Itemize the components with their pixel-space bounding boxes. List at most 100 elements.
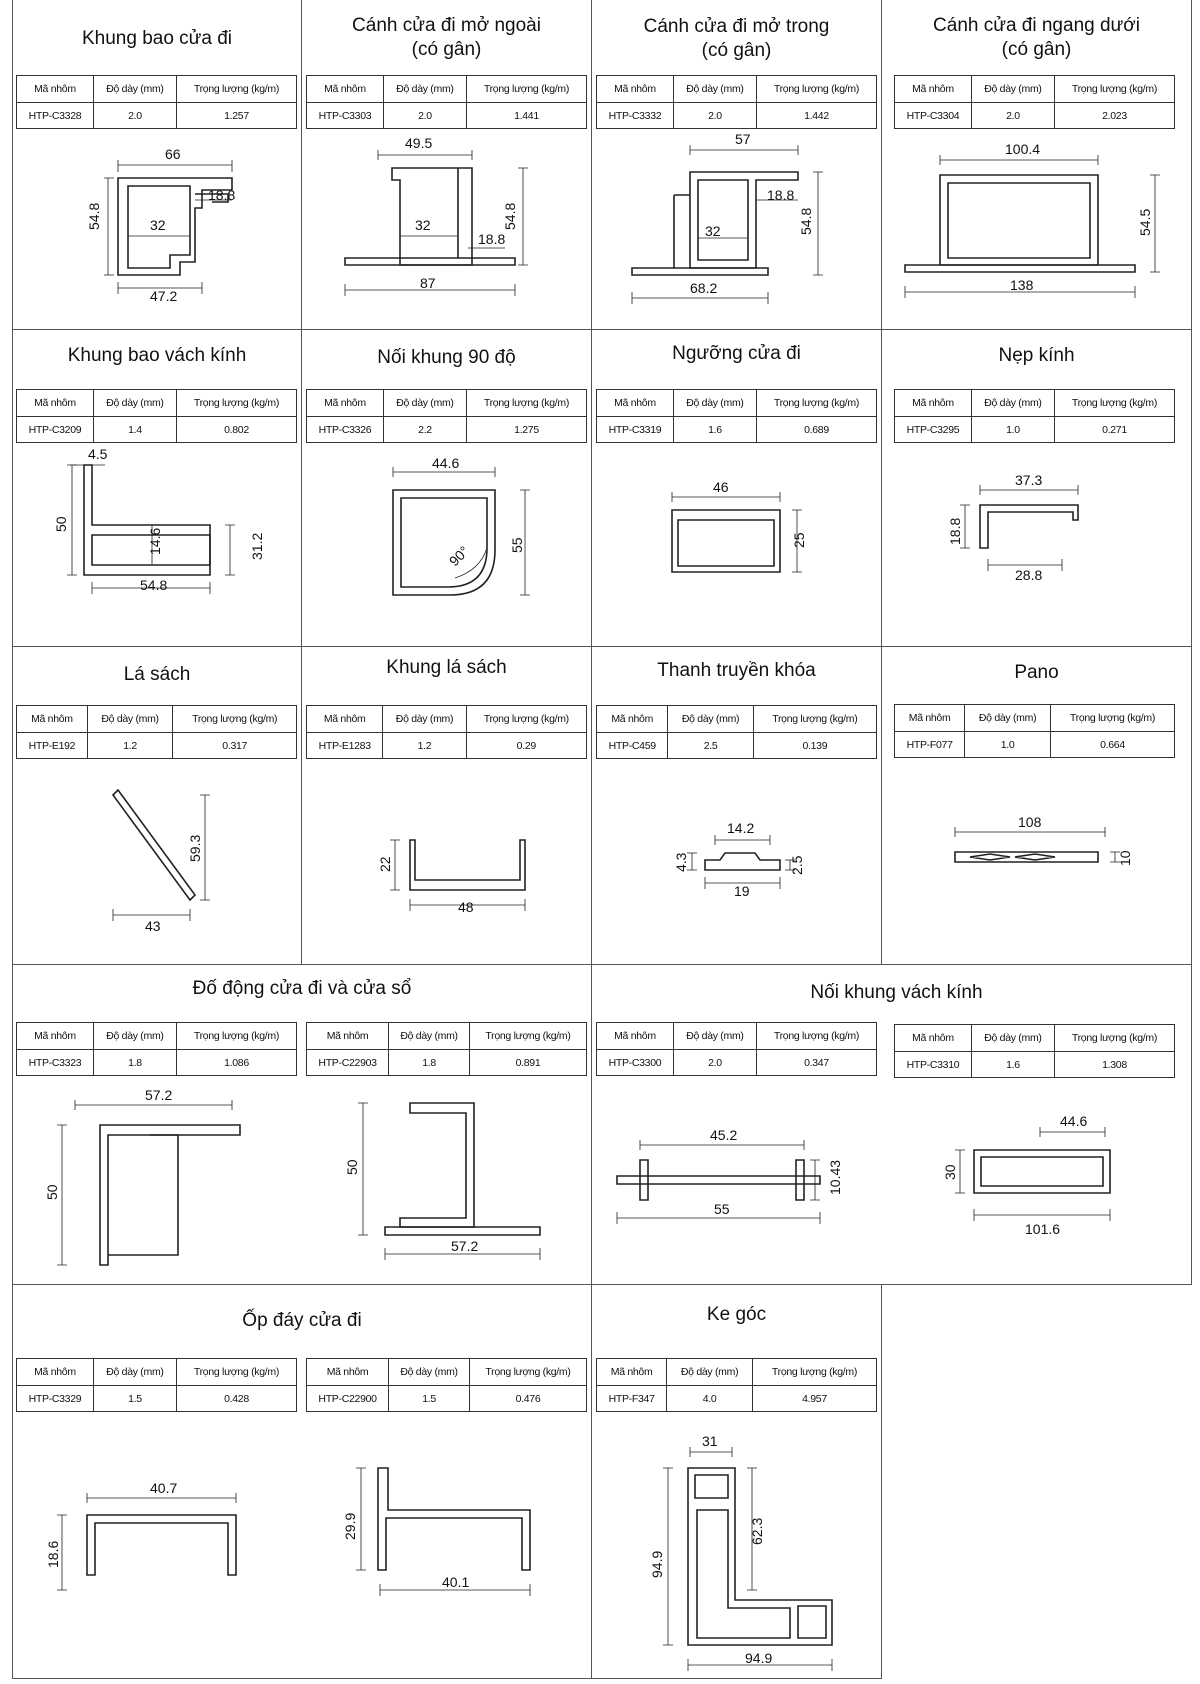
section-cell: Cánh cửa đi mở trong (có gân) [592, 0, 882, 330]
profile-thickness: 2.0 [672, 1049, 757, 1076]
col-thickness-header: Độ dày (mm) [92, 75, 177, 103]
col-weight-header: Trọng lượng (kg/m) [469, 1358, 587, 1386]
dimension-label: 62.3 [749, 1518, 765, 1545]
profile-thickness: 1.2 [382, 732, 467, 759]
dimension-label: 50 [53, 516, 69, 532]
section-title: Pano [1014, 662, 1059, 683]
section-title: Cánh cửa đi mở ngoài (có gân) [352, 15, 541, 60]
dimension-label: 101.6 [1025, 1221, 1060, 1237]
profile-drawing-htp-c3328: 66 18.8 54.8 32 47.2 [86, 146, 235, 304]
dimension-label: 94.9 [649, 1551, 665, 1578]
dimension-label: 4.5 [88, 446, 108, 462]
section-cell: Thanh truyền khóa [592, 647, 882, 965]
profile-weight: 0.476 [469, 1385, 587, 1412]
section-cell: Ngưỡng cửa đi [592, 330, 882, 647]
profile-weight: 0.689 [755, 416, 878, 443]
profile-thickness: 1.6 [970, 1051, 1055, 1078]
profile-code: HTP-C3304 [894, 102, 972, 129]
dimension-label: 18.8 [478, 231, 505, 247]
col-weight-header: Trọng lượng (kg/m) [465, 705, 588, 733]
profile-drawing-htp-c3332: 57 18.8 54.8 32 68.2 [631, 131, 823, 304]
dimension-label: 22 [377, 856, 393, 872]
section-cell: Pano [882, 647, 1192, 965]
col-thickness-header: Độ dày (mm) [666, 1358, 753, 1386]
dimension-label: 54.8 [502, 203, 518, 230]
profile-drawing-htp-c3303: 49.5 54.8 32 18.8 87 [344, 135, 528, 296]
dimension-label: 57.2 [145, 1087, 172, 1103]
profile-drawing-htp-c3323: 57.2 50 [44, 1087, 241, 1266]
section-title: Khung bao vách kính [67, 345, 247, 366]
dimension-label: 31.2 [249, 533, 265, 560]
profile-drawing-htp-c3295: 37.3 18.8 28.8 [947, 472, 1079, 583]
profile-code: HTP-C3295 [894, 416, 972, 443]
profile-weight: 0.664 [1049, 731, 1176, 758]
dimension-label: 138 [1010, 277, 1034, 293]
col-weight-header: Trọng lượng (kg/m) [755, 1022, 878, 1050]
dimension-label: 25 [791, 532, 807, 548]
col-code-header: Mã nhôm [595, 705, 669, 733]
profile-code: HTP-C3326 [306, 416, 384, 443]
dimension-label: 14.6 [147, 528, 163, 555]
dimension-label: 40.1 [442, 1574, 469, 1590]
col-code-header: Mã nhôm [16, 705, 88, 733]
dimension-label: 18.8 [767, 187, 794, 203]
section-cell: Lá sách [12, 647, 302, 965]
profile-weight: 1.257 [175, 102, 298, 129]
col-thickness-header: Độ dày (mm) [970, 75, 1055, 103]
profile-code: HTP-C3329 [16, 1385, 94, 1412]
profile-thickness: 1.4 [92, 416, 177, 443]
profile-drawing-htp-e192: 59.3 43 [111, 788, 210, 934]
section-cell: Khung lá sách [302, 647, 592, 965]
profile-thickness: 2.0 [382, 102, 467, 129]
profile-code: HTP-C22900 [305, 1385, 390, 1412]
profile-weight: 0.891 [469, 1049, 587, 1076]
profile-drawing-htp-c22903: 50 57.2 [344, 1102, 541, 1260]
col-thickness-header: Độ dày (mm) [970, 389, 1055, 417]
dimension-label: 57 [735, 131, 751, 147]
dimension-label: 48 [458, 899, 474, 915]
section-title: Thanh truyền khóa [657, 660, 816, 681]
profile-weight: 0.317 [172, 732, 297, 759]
profile-thickness: 1.5 [92, 1385, 177, 1412]
section-title: Nối khung vách kính [810, 982, 983, 1003]
dimension-label: 59.3 [187, 835, 203, 862]
dimension-label: 28.8 [1015, 567, 1042, 583]
dimension-label: 31 [702, 1433, 718, 1449]
profile-code: HTP-C3209 [16, 416, 94, 443]
profile-thickness: 1.2 [86, 732, 174, 759]
profile-weight: 0.271 [1053, 416, 1176, 443]
profile-weight: 1.308 [1053, 1051, 1176, 1078]
col-thickness-header: Độ dày (mm) [388, 1022, 471, 1050]
section-cell: Ốp đáy cửa đi [12, 1285, 592, 1679]
profile-weight: 0.29 [465, 732, 588, 759]
dimension-label: 44.6 [432, 455, 459, 471]
dimension-label: 54.8 [86, 203, 102, 230]
col-thickness-header: Độ dày (mm) [672, 1022, 757, 1050]
dimension-label: 18.6 [45, 1541, 61, 1568]
dimension-label: 87 [420, 275, 436, 291]
profile-code: HTP-C3310 [894, 1051, 972, 1078]
col-code-header: Mã nhôm [16, 1358, 94, 1386]
profile-thickness: 2.0 [92, 102, 177, 129]
dimension-label: 55 [509, 537, 525, 553]
dimension-label: 10 [1117, 850, 1133, 866]
profile-drawing-htp-e1283: 22 48 [377, 839, 526, 915]
dimension-label: 49.5 [405, 135, 432, 151]
dimension-label: 54.8 [140, 577, 167, 593]
profile-drawing-htp-c3209: 4.5 50 14.6 31.2 54.8 [53, 446, 265, 594]
dimension-label: 18.8 [208, 187, 235, 203]
profile-thickness: 2.2 [382, 416, 467, 443]
section-title: Nối khung 90 độ [377, 347, 516, 368]
dimension-label: 47.2 [150, 288, 177, 304]
profile-code: HTP-F077 [893, 731, 966, 758]
col-weight-header: Trọng lượng (kg/m) [465, 389, 588, 417]
